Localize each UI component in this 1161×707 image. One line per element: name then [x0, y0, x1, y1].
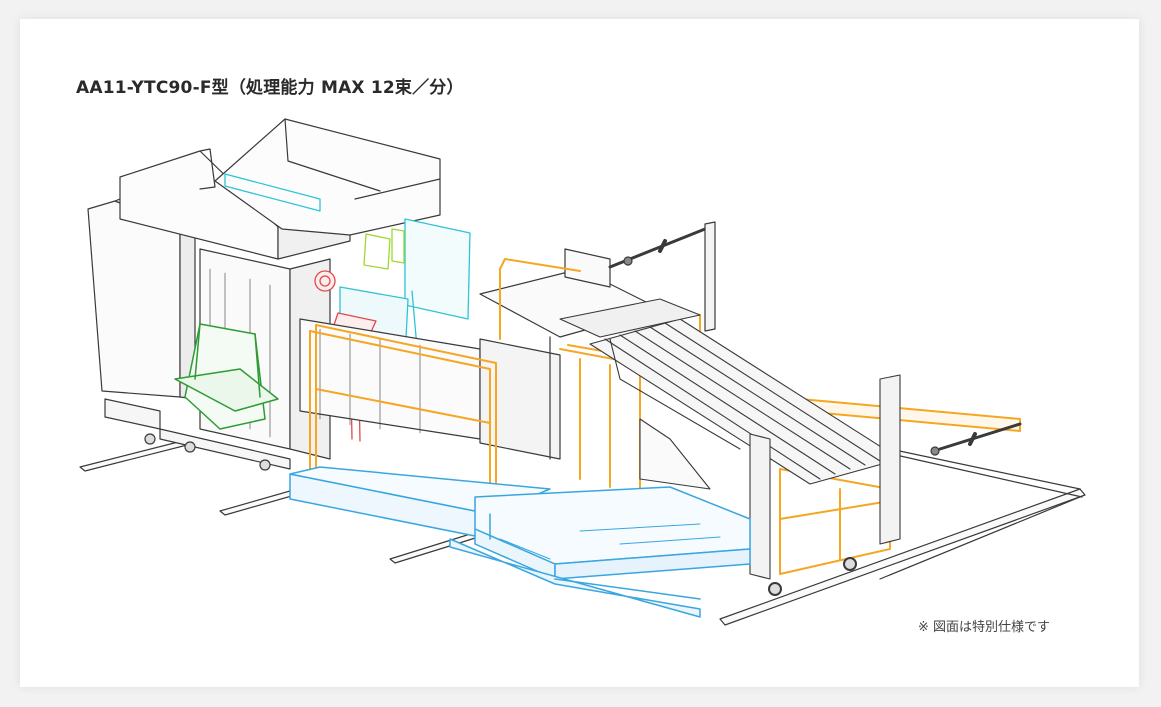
inclined-conveyor [559, 298, 901, 580]
green-chute [174, 323, 279, 430]
machine-drawing [79, 118, 1086, 626]
drawing-note: ※ 図面は特別仕様です [918, 620, 1051, 635]
roller-arms [608, 221, 1022, 456]
page-title: AA11-YTC90-F型（処理能力 MAX 12束／分） [76, 78, 464, 98]
content-card: AA11-YTC90-F型（処理能力 MAX 12束／分） [20, 19, 1139, 687]
blue-platform [289, 466, 751, 618]
main-machine-body [87, 118, 441, 471]
lime-accents [363, 228, 405, 270]
